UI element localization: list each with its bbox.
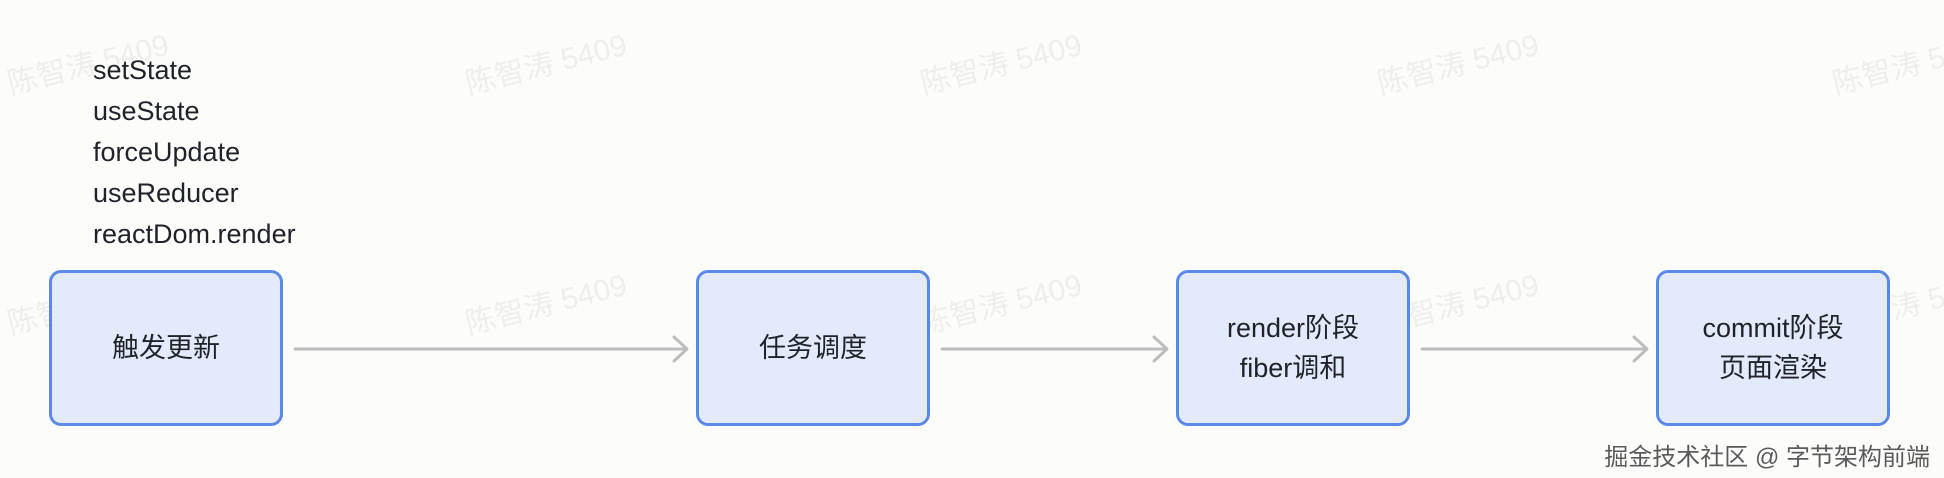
stage-sublabel: 页面渲染 bbox=[1719, 353, 1827, 383]
trigger-api-item: useState bbox=[93, 96, 200, 126]
stage-label: 任务调度 bbox=[759, 333, 867, 363]
trigger-api-item: forceUpdate bbox=[93, 137, 241, 167]
arrow-render-to-commit bbox=[1420, 335, 1649, 363]
stage-sublabel: fiber调和 bbox=[1239, 353, 1347, 383]
trigger-api-item: useReducer bbox=[93, 178, 239, 208]
trigger-api-item: setState bbox=[93, 55, 193, 85]
stage-render-phase: render阶段 fiber调和 bbox=[1176, 270, 1410, 426]
stage-label: render阶段 bbox=[1226, 313, 1360, 343]
trigger-api-list: setState useState forceUpdate useReducer… bbox=[93, 50, 296, 255]
stage-trigger-update: 触发更新 bbox=[49, 270, 283, 426]
footer-credit: 掘金技术社区 @ 字节架构前端 bbox=[1604, 444, 1930, 471]
stage-label: 触发更新 bbox=[112, 333, 220, 363]
arrow-schedule-to-render bbox=[940, 335, 1169, 363]
arrow-trigger-to-schedule bbox=[293, 335, 689, 363]
stage-commit-phase: commit阶段 页面渲染 bbox=[1656, 270, 1890, 426]
trigger-api-item: reactDom.render bbox=[93, 219, 296, 249]
stage-task-scheduling: 任务调度 bbox=[696, 270, 930, 426]
stage-label: commit阶段 bbox=[1702, 313, 1844, 343]
